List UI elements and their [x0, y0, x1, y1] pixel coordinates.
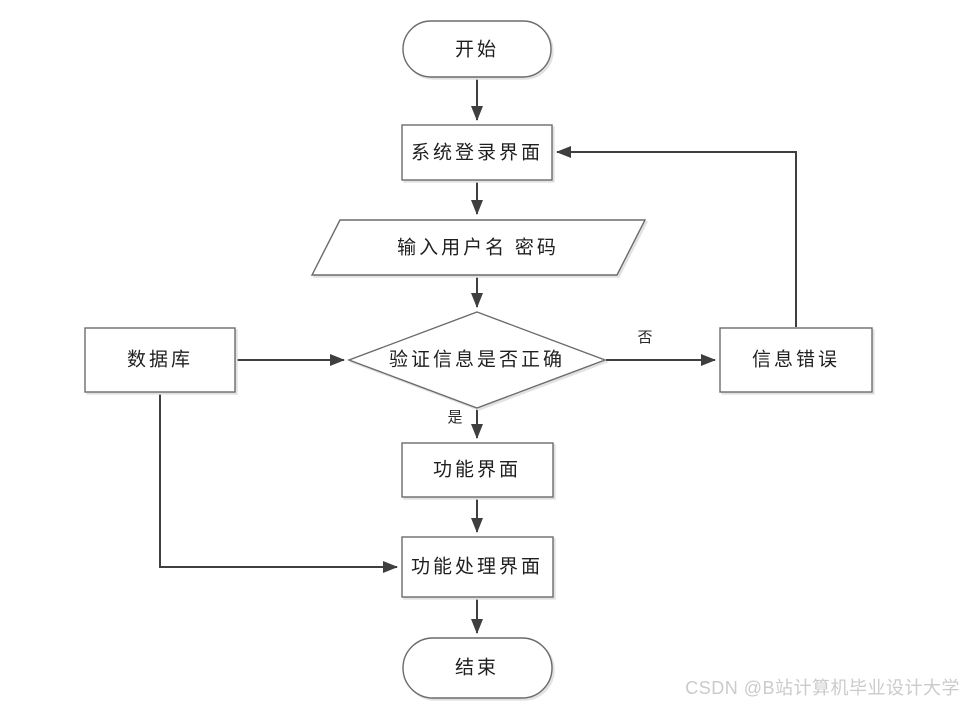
start-label: 开始	[455, 39, 499, 61]
connectors	[159, 78, 797, 634]
end-label: 结束	[455, 657, 499, 679]
node-input: 输入用户名 密码	[310, 219, 647, 276]
verify-label: 验证信息是否正确	[389, 349, 565, 371]
node-end: 结束	[402, 637, 553, 699]
function-rect-shape	[401, 442, 554, 498]
watermark: CSDN @B站计算机毕业设计大学	[685, 678, 960, 698]
login-rect-shape	[401, 124, 553, 181]
node-database: 数据库	[84, 327, 236, 393]
end-terminator-shape	[402, 637, 553, 699]
node-verify: 验证信息是否正确	[347, 311, 607, 409]
node-start: 开始	[402, 20, 552, 78]
start-terminator-shape	[402, 20, 552, 78]
error-rect-shape	[719, 327, 873, 393]
node-function-ui: 功能界面	[401, 442, 554, 498]
function-label: 功能界面	[433, 459, 521, 481]
error-label: 信息错误	[752, 349, 840, 371]
edge-label-no: 否	[637, 330, 652, 346]
edge-database-to-process	[159, 393, 398, 573]
verify-diamond-shape	[347, 311, 607, 409]
node-error: 信息错误	[719, 327, 873, 393]
process-label: 功能处理界面	[411, 556, 543, 578]
input-parallelogram-shape	[310, 219, 647, 276]
login-label: 系统登录界面	[411, 142, 543, 164]
node-process-ui: 功能处理界面	[401, 536, 554, 598]
edge-label-yes: 是	[447, 410, 462, 426]
node-login: 系统登录界面	[401, 124, 553, 181]
process-rect-shape	[401, 536, 554, 598]
database-label: 数据库	[127, 349, 193, 371]
input-label: 输入用户名 密码	[397, 237, 559, 259]
database-rect-shape	[84, 327, 236, 393]
edge-error-to-login	[556, 146, 797, 327]
